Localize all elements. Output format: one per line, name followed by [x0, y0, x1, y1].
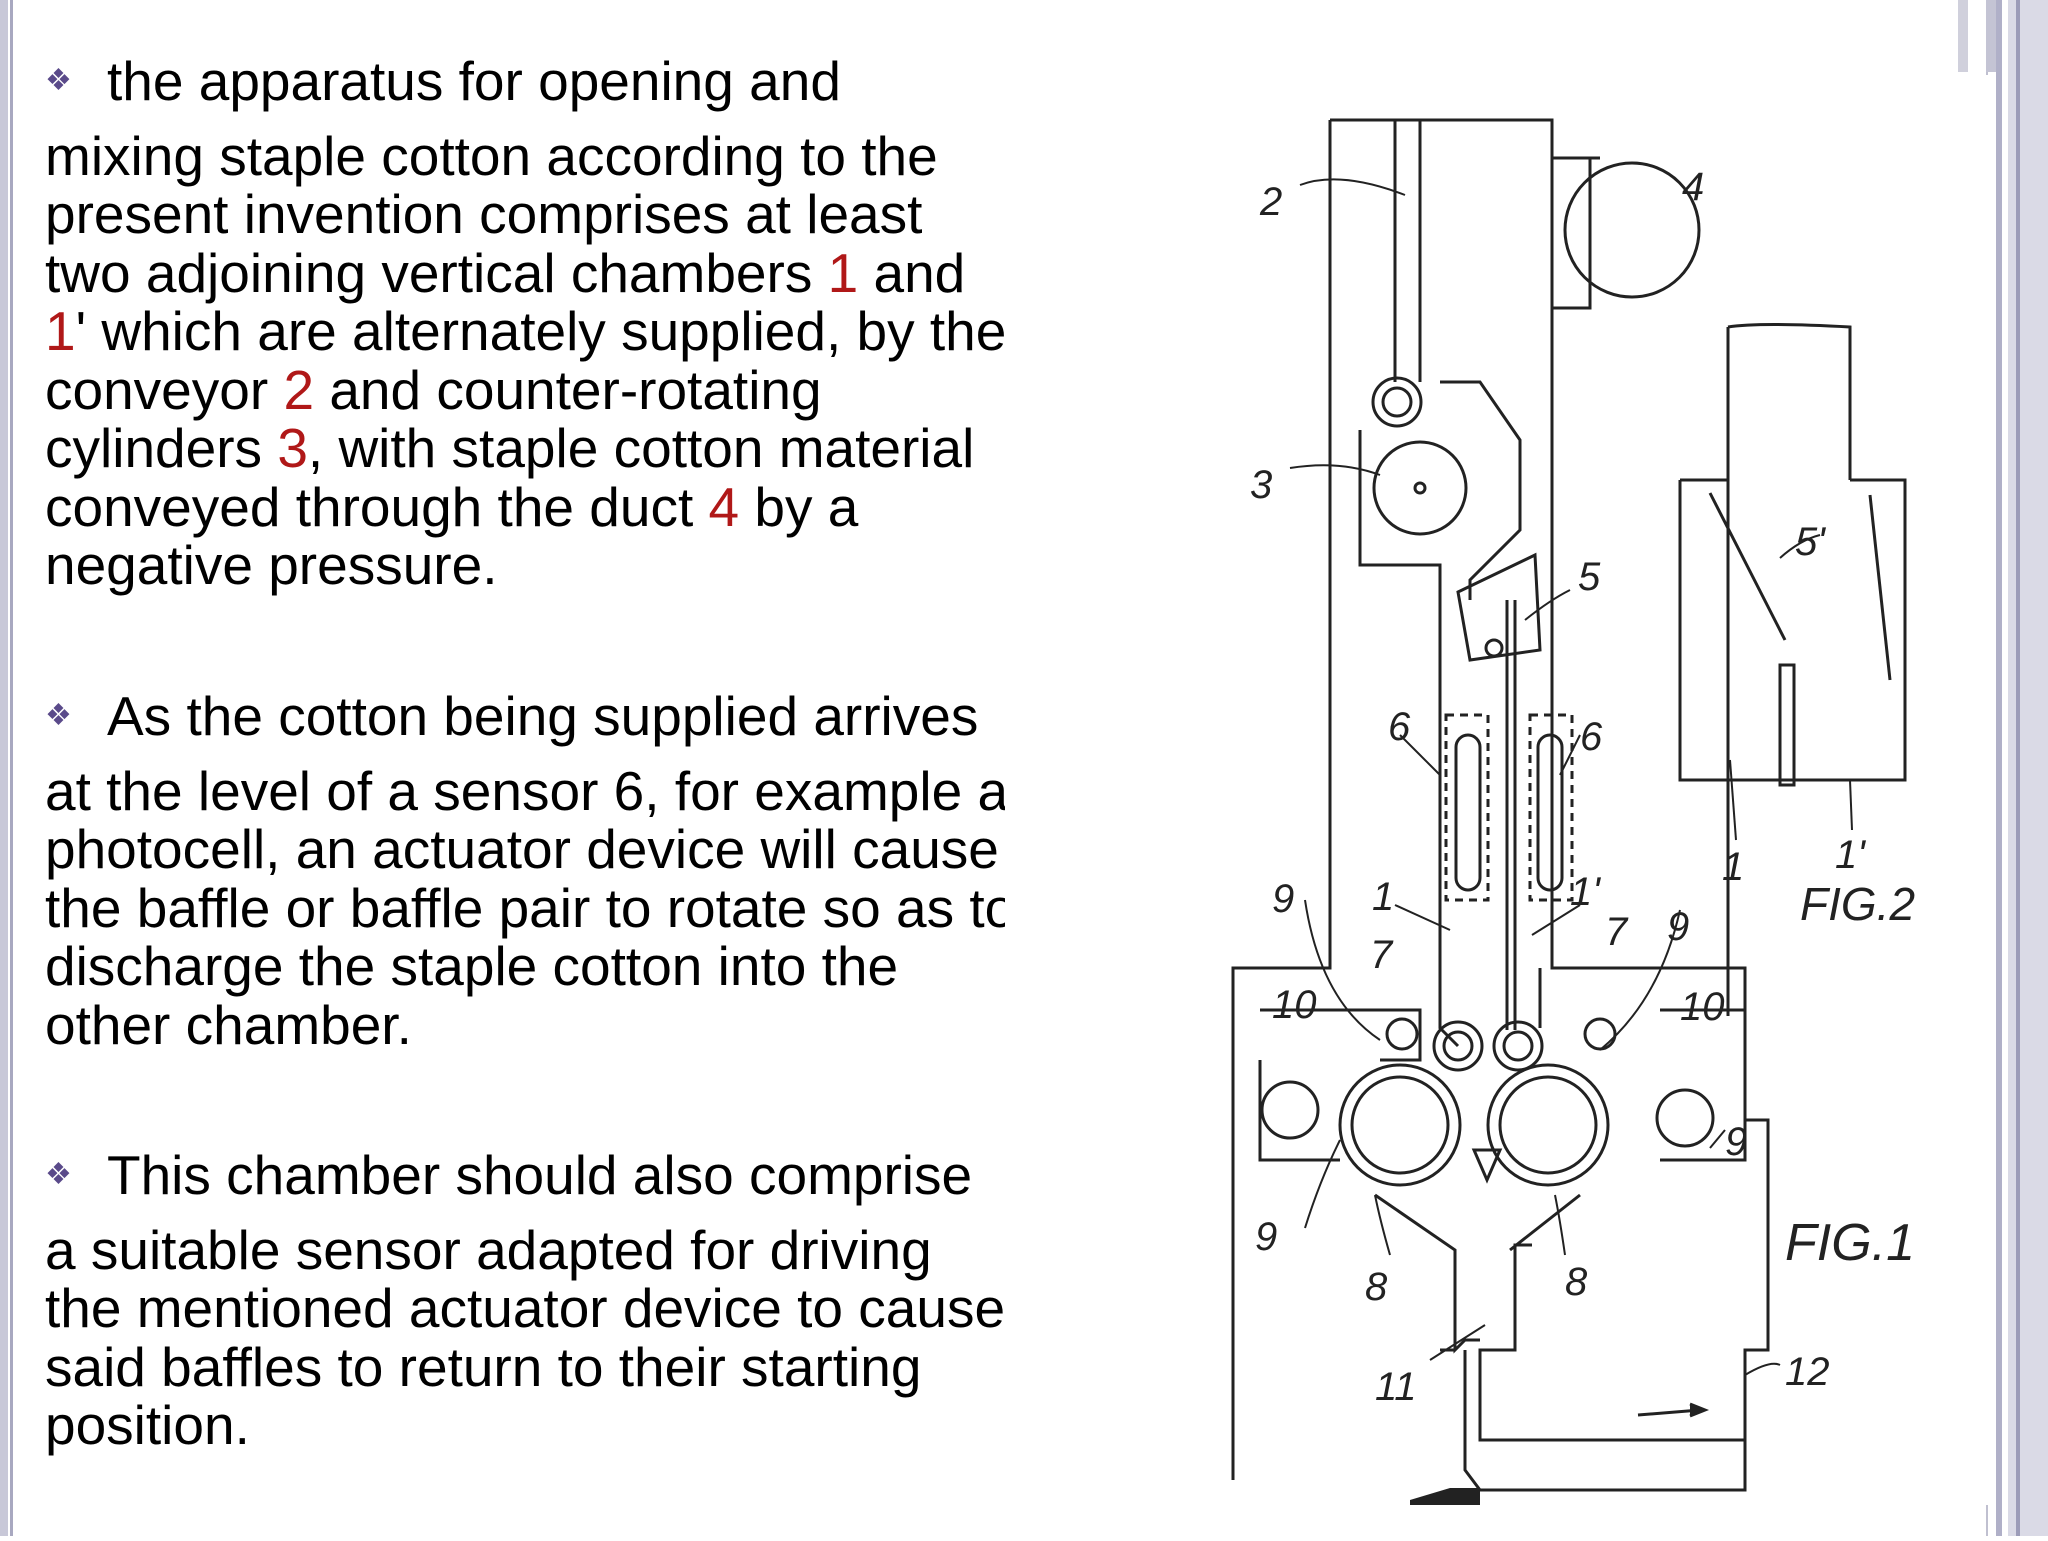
- fig-label: 1': [1570, 870, 1601, 914]
- paragraph-2-body: at the level of a sensor 6, for example …: [45, 759, 1025, 1056]
- text-line: a suitable sensor adapted for driving: [45, 1218, 932, 1281]
- text-line: cylinders 3, with staple cotton material: [45, 417, 975, 479]
- text-line: discharge the staple cotton into the: [45, 935, 899, 997]
- fig-label: 7: [1605, 910, 1629, 954]
- diamond-cluster-icon: ❖: [45, 64, 72, 97]
- fig-label: 9: [1725, 1120, 1747, 1164]
- fig-label: 3: [1250, 463, 1272, 507]
- diamond-cluster-icon: ❖: [45, 1158, 72, 1191]
- text-line: photocell, an actuator device will cause: [45, 818, 999, 880]
- text-line: mixing staple cotton according to the: [45, 124, 938, 187]
- fig-label: 7: [1370, 933, 1394, 977]
- fig-label: 5: [1578, 555, 1601, 599]
- ref-chamber-1-prime: 1: [45, 300, 76, 362]
- paragraph-2-lead-text: As the cotton being supplied arrives: [107, 685, 979, 747]
- fig-label: 10: [1272, 983, 1317, 1027]
- text-line: present invention comprises at least: [45, 183, 923, 245]
- text-line: two adjoining vertical chambers 1 and: [45, 241, 966, 304]
- diamond-cluster-icon: ❖: [45, 699, 72, 732]
- paragraph-2-lead: ❖ As the cotton being supplied arrives: [45, 687, 1025, 746]
- fig-label: 8: [1365, 1265, 1388, 1309]
- text-line: the mentioned actuator device to cause: [45, 1277, 1006, 1339]
- fig-label: 1': [1835, 833, 1866, 877]
- paragraph-3: ❖ This chamber should also comprise a su…: [45, 1146, 1025, 1455]
- paragraph-3-lead: ❖ This chamber should also comprise: [45, 1146, 1025, 1205]
- paragraph-2: ❖ As the cotton being supplied arrives a…: [45, 687, 1025, 1054]
- ref-cylinders-3: 3: [277, 417, 308, 479]
- text-line: position.: [45, 1394, 250, 1456]
- fig-label: 4: [1682, 165, 1704, 209]
- paragraph-1-body: mixing staple cotton according to the pr…: [45, 124, 1025, 596]
- fig2-drawing: [1678, 323, 1907, 1016]
- text-line: negative pressure.: [45, 534, 498, 596]
- patent-figure: 2 4 3 5 6 6 1 1' 7 7 9 9 10 10 9 9 8 8 1…: [1005, 75, 1990, 1510]
- paragraph-1-lead-text: the apparatus for opening and: [107, 50, 841, 112]
- text-line: the baffle or baffle pair to rotate so a…: [45, 876, 1016, 939]
- text-line: conveyor 2 and counter-rotating: [45, 358, 822, 421]
- paragraph-1-lead: ❖ the apparatus for opening and: [45, 52, 1025, 111]
- fig-label: 9: [1272, 877, 1294, 921]
- ref-duct-4: 4: [708, 475, 740, 538]
- ref-conveyor-2: 2: [283, 358, 315, 421]
- fig-label: 11: [1375, 1365, 1417, 1409]
- ref-chamber-1: 1: [827, 241, 859, 304]
- fig-label: 6: [1580, 715, 1603, 759]
- fig-label: 6: [1388, 705, 1411, 749]
- fig-label: 8: [1565, 1260, 1588, 1304]
- paragraph-3-lead-text: This chamber should also comprise: [107, 1144, 973, 1206]
- fig-label: 1: [1372, 875, 1394, 919]
- slide-right-decoration: [1958, 0, 2048, 1536]
- fig-label: 10: [1680, 985, 1725, 1029]
- fig-label: 9: [1255, 1215, 1277, 1259]
- text-line: other chamber.: [45, 993, 412, 1056]
- slide-left-border: [0, 0, 8, 1536]
- text-line: conveyed through the duct 4 by a: [45, 475, 859, 538]
- fig1-drawing: [1231, 118, 1781, 1510]
- fig-label: 2: [1259, 180, 1282, 224]
- paragraph-3-body: a suitable sensor adapted for driving th…: [45, 1218, 1025, 1456]
- fig-label: 5': [1795, 520, 1826, 564]
- fig2-caption: FIG.2: [1800, 878, 1915, 930]
- fig-label: 1: [1722, 845, 1744, 889]
- text-line: at the level of a sensor 6, for example …: [45, 759, 1009, 822]
- text-line: said baffles to return to their starting: [45, 1335, 922, 1398]
- text-line: 1' which are alternately supplied, by th…: [45, 300, 1007, 362]
- fig-label: 12: [1785, 1350, 1830, 1394]
- slide-left-border-line: [10, 0, 13, 1536]
- fig-label: 9: [1667, 905, 1689, 949]
- paragraph-1: ❖ the apparatus for opening and mixing s…: [45, 52, 1025, 595]
- fig1-caption: FIG.1: [1785, 1214, 1915, 1272]
